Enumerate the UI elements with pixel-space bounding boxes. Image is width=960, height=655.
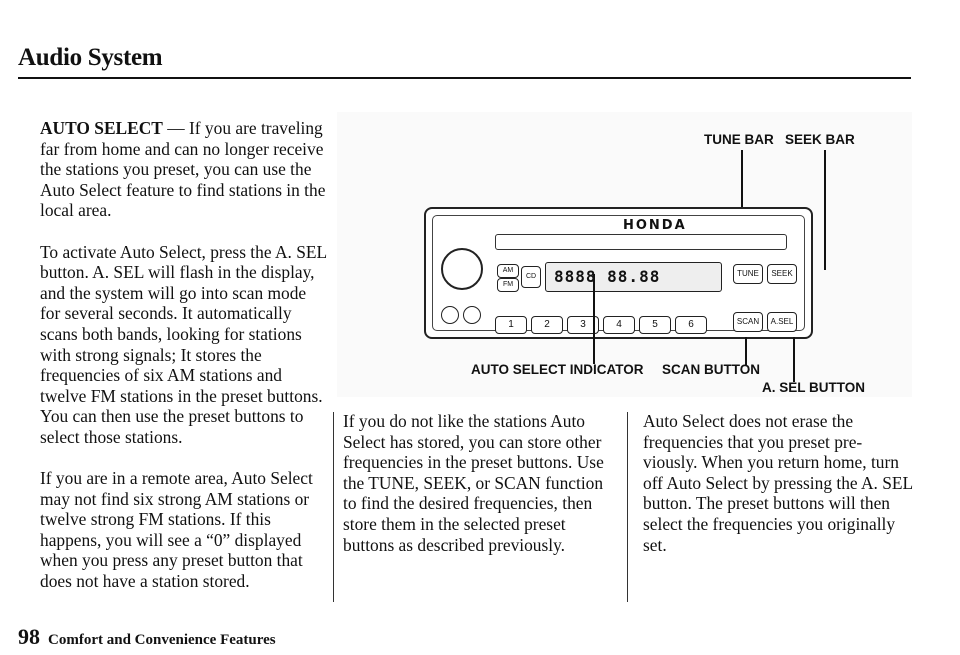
seek-bar-callout: SEEK BAR	[785, 132, 855, 147]
scan-button: SCAN	[733, 312, 763, 332]
fm-button: FM	[497, 278, 519, 292]
auto-select-paragraph: AUTO SELECT — If you are traveling far f…	[40, 118, 330, 221]
right-column: Auto Select does not erase the frequenci…	[643, 411, 913, 576]
radio-faceplate: HONDA AM FM CD 8888 88.88 1 2 3 4 5 6 TU…	[432, 215, 805, 334]
a-sel-button-callout: A. SEL BUTTON	[762, 380, 866, 395]
term-dash: —	[162, 118, 189, 138]
page-number: 98	[18, 624, 40, 649]
preset-button-6: 6	[675, 316, 707, 334]
radio-figure: TUNE BAR SEEK BAR HONDA AM FM CD 8888 88…	[337, 112, 912, 397]
preset-button-3: 3	[567, 316, 599, 334]
display-digits: 8888 88.88	[554, 267, 661, 286]
am-button: AM	[497, 264, 519, 278]
header-rule	[18, 77, 911, 79]
scan-button-callout: SCAN BUTTON	[662, 362, 761, 377]
seek-bar-leader	[824, 150, 826, 270]
scan-button-leader	[745, 337, 747, 365]
auto-select-text: If you are traveling far from home and c…	[40, 118, 326, 221]
a-sel-button: A.SEL	[767, 312, 797, 332]
auto-select-indicator-callout: AUTO SELECT INDICATOR	[471, 362, 644, 377]
fade-balance-knob	[463, 306, 481, 324]
auto-select-term: AUTO SELECT	[40, 118, 163, 138]
activate-paragraph: To activate Auto Select, press the A. SE…	[40, 241, 327, 447]
volume-knob	[441, 248, 483, 290]
tune-bar-button: TUNE	[733, 264, 763, 284]
preset-button-1: 1	[495, 316, 527, 334]
a-sel-button-leader	[793, 337, 795, 382]
auto-select-indicator-leader	[593, 274, 595, 364]
page-title: Audio System	[18, 44, 163, 71]
radio-unit: HONDA AM FM CD 8888 88.88 1 2 3 4 5 6 TU…	[424, 207, 813, 339]
preset-button-4: 4	[603, 316, 635, 334]
footer-section: Comfort and Convenience Features	[48, 632, 276, 648]
remote-area-paragraph: If you are in a remote area, Auto Select…	[40, 468, 313, 592]
column-divider-left	[333, 412, 334, 602]
column-divider-right	[627, 412, 628, 602]
radio-display: 8888 88.88	[545, 262, 722, 292]
middle-column: If you do not like the stations Auto Sel…	[343, 411, 613, 576]
preset-button-2: 2	[531, 316, 563, 334]
cassette-slot	[495, 234, 787, 250]
cd-button: CD	[521, 266, 541, 288]
bass-treble-knob	[441, 306, 459, 324]
left-column: AUTO SELECT — If you are traveling far f…	[40, 118, 330, 612]
page-footer: 98 Comfort and Convenience Features	[18, 624, 276, 650]
preset-button-5: 5	[639, 316, 671, 334]
brand-logo: HONDA	[623, 218, 687, 233]
seek-bar-button: SEEK	[767, 264, 797, 284]
tune-bar-callout: TUNE BAR	[704, 132, 774, 147]
store-other-paragraph: If you do not like the stations Auto Sel…	[343, 411, 604, 555]
erase-paragraph: Auto Select does not erase the frequenci…	[643, 411, 913, 555]
